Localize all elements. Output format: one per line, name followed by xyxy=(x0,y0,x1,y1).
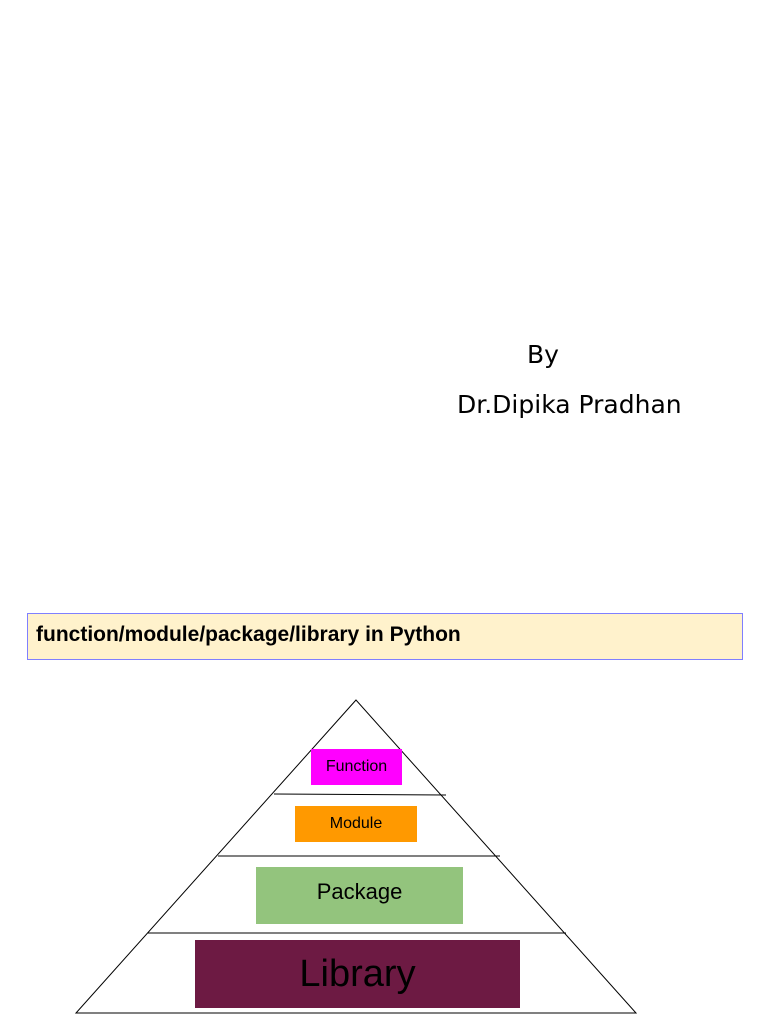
diagram-title: function/module/package/library in Pytho… xyxy=(36,623,461,646)
author-by-label: By xyxy=(527,340,559,369)
tier-function: Function xyxy=(311,749,402,785)
author-name: Dr.Dipika Pradhan xyxy=(457,390,682,419)
diagram-title-banner: function/module/package/library in Pytho… xyxy=(27,613,743,660)
tier-function-label: Function xyxy=(325,758,388,775)
tier-library: Library xyxy=(195,940,520,1008)
tier-library-label: Library xyxy=(299,952,416,995)
pyramid-divider-1 xyxy=(273,793,447,796)
tier-package: Package xyxy=(256,867,463,924)
tier-module-label: Module xyxy=(329,815,383,832)
tier-package-label: Package xyxy=(316,878,403,904)
tier-module: Module xyxy=(295,806,417,842)
